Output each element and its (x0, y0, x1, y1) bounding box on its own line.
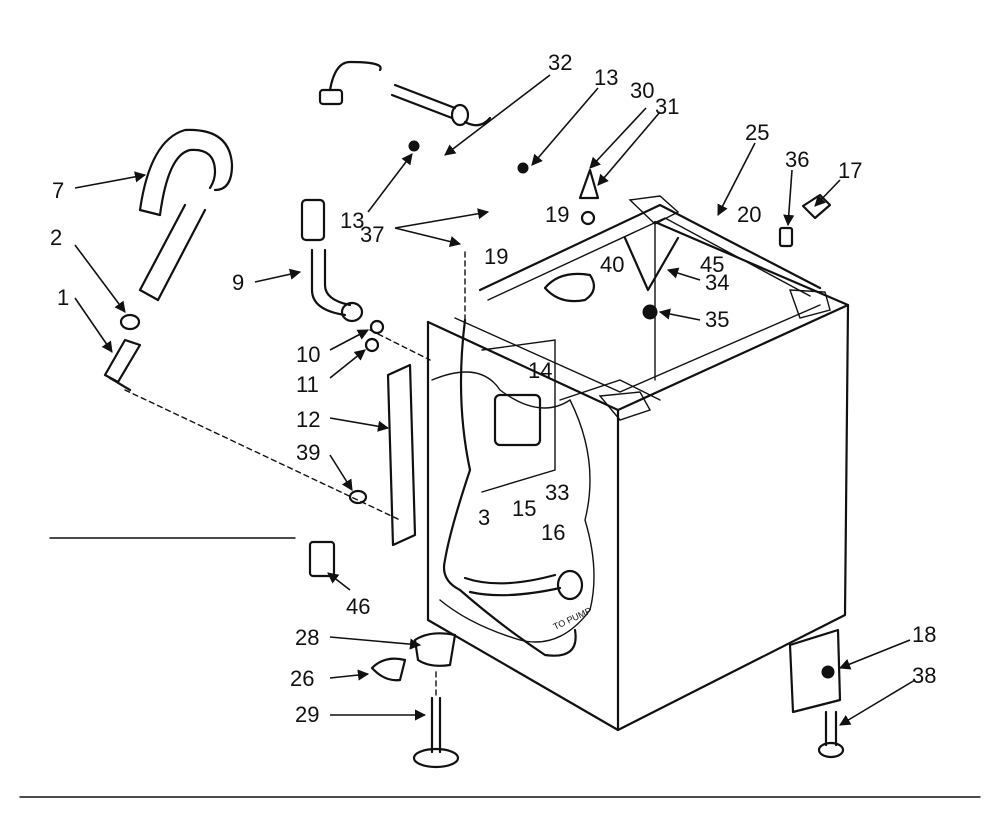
callout-14: 14 (528, 358, 552, 383)
part-18-bracket (788, 628, 842, 714)
callout-2: 2 (50, 225, 62, 250)
callout-25: 25 (745, 120, 769, 145)
part-13-screws (408, 140, 529, 174)
part-36-bolt (778, 226, 794, 248)
part-32-cord (318, 60, 492, 127)
callout-20: 20 (737, 202, 761, 227)
callout-35: 35 (705, 307, 729, 332)
part-26-nut (370, 657, 407, 682)
part-38-leg (817, 710, 845, 759)
cabinet (426, 195, 850, 732)
callout-39: 39 (296, 440, 320, 465)
callout-46: 46 (346, 594, 370, 619)
callout-13b: 13 (594, 65, 618, 90)
part-30-31-grommet (578, 168, 600, 226)
callout-1: 1 (57, 285, 69, 310)
callout-10: 10 (296, 342, 320, 367)
part-7-drain-hose (138, 128, 234, 302)
part-46-clip (308, 540, 336, 578)
callout-9: 9 (232, 270, 244, 295)
part-28-leg-bracket (413, 632, 457, 667)
callout-36: 36 (785, 147, 809, 172)
part-34-35-spring (623, 236, 680, 320)
callout-3: 3 (478, 505, 490, 530)
callout-32: 32 (548, 50, 572, 75)
callout-11: 11 (296, 372, 319, 397)
part-14-capacitor (481, 339, 556, 493)
callout-37: 37 (360, 222, 384, 247)
callout-31: 31 (655, 94, 679, 119)
callout-26: 26 (290, 666, 314, 691)
callout-28: 28 (295, 625, 319, 650)
callout-12: 12 (296, 407, 320, 432)
part-1-connector (103, 338, 142, 392)
callout-15: 15 (512, 496, 536, 521)
callout-29: 29 (295, 702, 319, 727)
part-17-clip (801, 193, 832, 220)
callout-19b: 19 (484, 244, 508, 269)
wire-harness (442, 318, 577, 657)
callout-13a: 13 (340, 208, 364, 233)
part-29-leg (412, 696, 460, 769)
top-frame (478, 203, 822, 301)
callout-30: 30 (630, 78, 654, 103)
callout-19a: 19 (545, 202, 569, 227)
callout-7: 7 (52, 178, 64, 203)
part-9-hose (300, 198, 364, 323)
part-40-switch (543, 272, 596, 303)
part-39-screw (348, 489, 368, 505)
part-15-16-hose (463, 569, 584, 601)
callout-33: 33 (545, 480, 569, 505)
callout-34: 34 (705, 270, 729, 295)
part-10-11-washers (364, 319, 385, 353)
part-12-bracket (386, 363, 417, 547)
callout-labels: 1 2 7 9 10 11 12 39 13 37 32 13 30 31 25… (50, 50, 936, 727)
callout-17: 17 (838, 158, 862, 183)
callout-16: 16 (541, 520, 565, 545)
callout-45: 45 (700, 252, 724, 277)
leader-lines (74, 74, 916, 726)
callout-38: 38 (912, 663, 936, 688)
callout-18: 18 (912, 622, 936, 647)
part-2-clamp (119, 313, 141, 331)
callout-40: 40 (600, 252, 624, 277)
assembly-lines (124, 251, 466, 699)
